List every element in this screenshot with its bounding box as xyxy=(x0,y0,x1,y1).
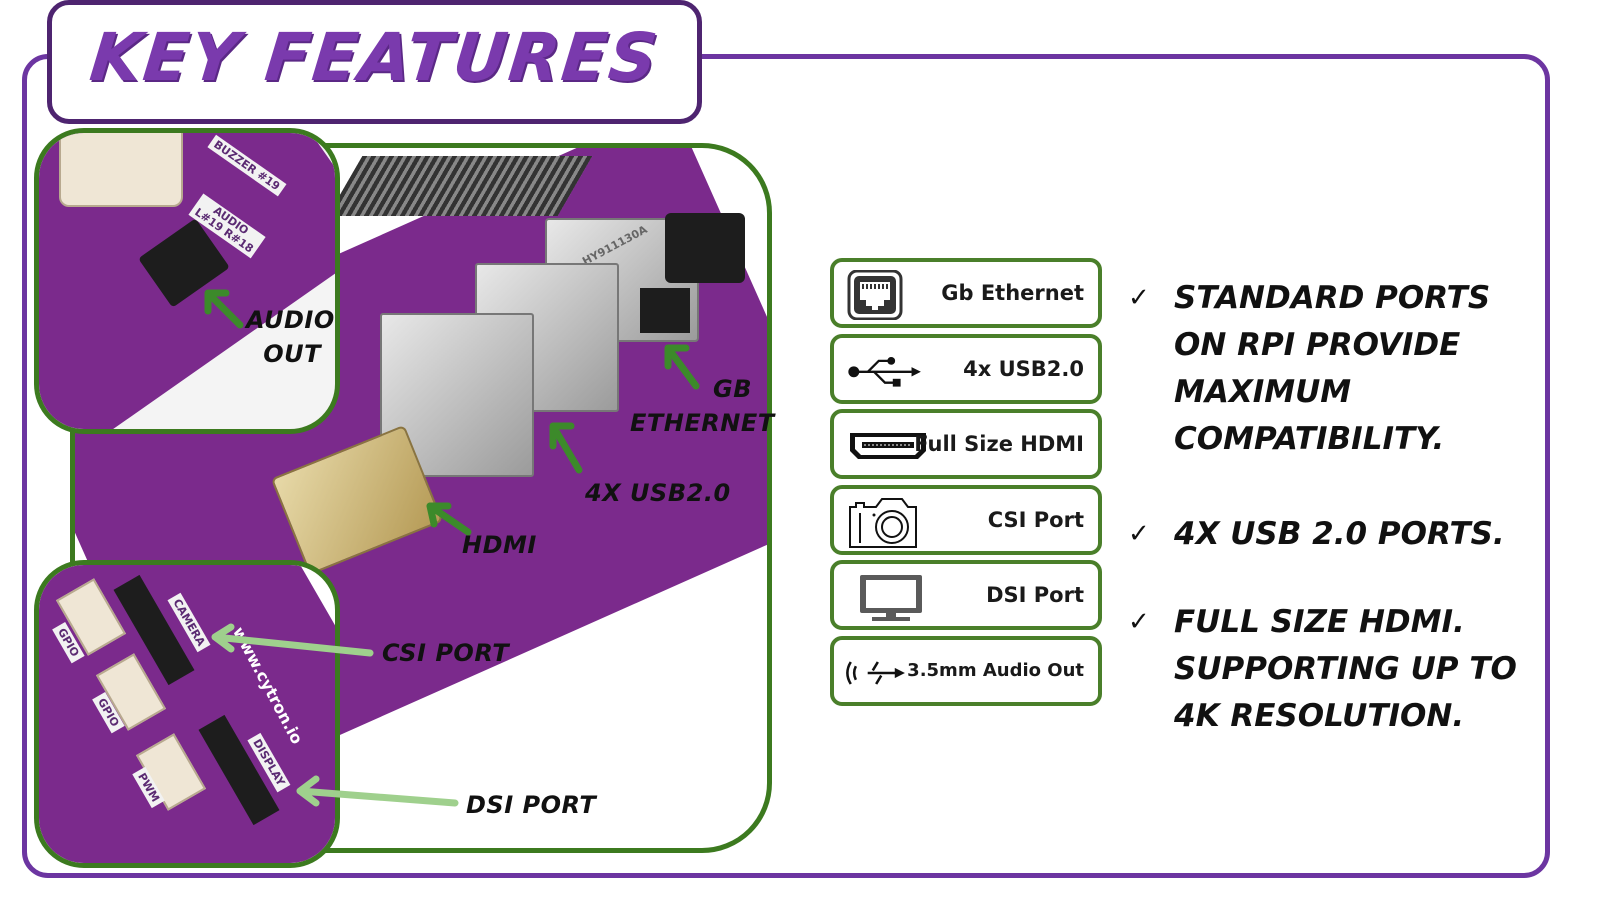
battery-holder xyxy=(59,133,183,207)
bullet-text: 4x USB 2.0 ports. xyxy=(1174,516,1505,552)
callout-hdmi: HDMI xyxy=(462,531,537,559)
power-jack xyxy=(665,213,745,283)
camera-icon xyxy=(849,497,917,548)
ethernet-icon xyxy=(847,270,903,320)
port-item-dsi: DSI Port xyxy=(830,560,1102,631)
arrow-hdmi xyxy=(426,502,472,536)
feature-bullets: ✓ Standard ports on RPi provide maximum … xyxy=(1128,275,1548,740)
hdmi-icon xyxy=(850,433,926,460)
port-label: CSI Port xyxy=(987,507,1084,532)
port-item-usb: 4x USB2.0 xyxy=(830,333,1102,404)
port-list: Gb Ethernet 4x USB2.0 Full Size HDMI xyxy=(830,258,1102,712)
callout-csi-port: CSI PORT xyxy=(382,639,510,667)
monitor-icon xyxy=(860,575,922,622)
bullet-item: ✓ Standard ports on RPi provide maximum … xyxy=(1128,275,1548,463)
outer-frame xyxy=(22,54,1550,878)
bullet-text: Standard ports on RPi provide maximum co… xyxy=(1174,280,1491,457)
port-item-hdmi: Full Size HDMI xyxy=(830,409,1102,480)
bullet-item: ✓ 4x USB 2.0 ports. xyxy=(1128,511,1548,558)
audio-icon xyxy=(846,661,905,685)
port-label: Gb Ethernet xyxy=(941,281,1084,305)
arrow-gb-ethernet xyxy=(664,344,700,390)
page-title: KEY FEATURES xyxy=(86,19,663,96)
arrow-audio-out xyxy=(204,289,244,329)
arrow-usb xyxy=(549,422,583,474)
arrow-dsi-port xyxy=(296,775,459,807)
check-icon: ✓ xyxy=(1128,519,1150,549)
gpio-header xyxy=(327,156,593,216)
arrow-csi-port xyxy=(211,623,374,657)
port-item-csi: CSI Port xyxy=(830,484,1102,555)
bullet-text: Full size HDMI. Supporting up to 4K reso… xyxy=(1174,604,1517,734)
csi-dsi-inset-photo: CAMERA DISPLAY GPIO GPIO PWM www.cytron.… xyxy=(34,560,340,868)
port-item-gb-ethernet: Gb Ethernet xyxy=(830,258,1102,328)
port-label: 3.5mm Audio Out xyxy=(907,659,1084,681)
ethernet-port-opening xyxy=(640,288,690,333)
usb-icon xyxy=(848,356,921,387)
bullet-item: ✓ Full size HDMI. Supporting up to 4K re… xyxy=(1128,599,1548,740)
port-label: DSI Port xyxy=(986,583,1084,608)
callout-dsi-port: DSI PORT xyxy=(466,791,597,819)
callout-usb: 4X USB2.0 xyxy=(585,479,731,507)
port-label: 4x USB2.0 xyxy=(963,356,1084,381)
check-icon: ✓ xyxy=(1128,283,1150,313)
port-label: Full Size HDMI xyxy=(914,432,1084,457)
title-box: KEY FEATURES xyxy=(47,0,702,124)
port-item-audio: 3.5mm Audio Out xyxy=(830,635,1102,706)
check-icon: ✓ xyxy=(1128,607,1150,637)
